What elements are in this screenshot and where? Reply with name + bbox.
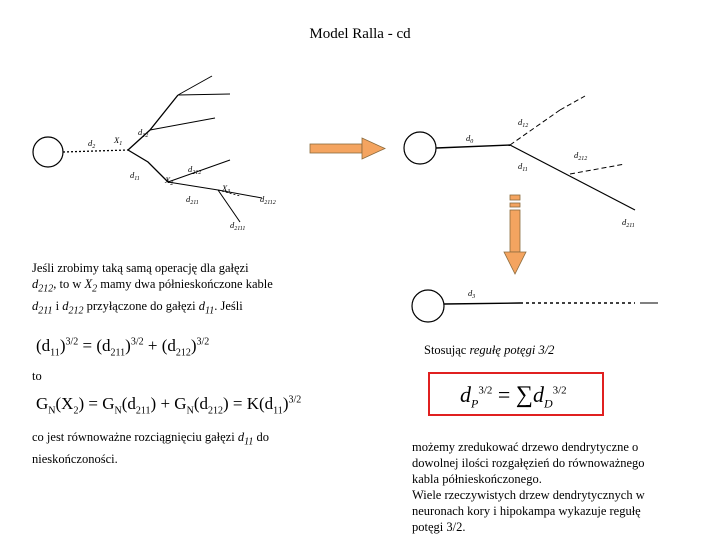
right-arrow-icon <box>309 137 386 160</box>
svg-text:d211: d211 <box>186 194 199 206</box>
boxed-equation: dP3/2 = ∑dD3/2 <box>428 372 604 416</box>
svg-text:d12: d12 <box>518 117 528 129</box>
svg-text:d2: d2 <box>88 138 95 150</box>
equation-power-rule: (d11)3/2 = (d211)3/2 + (d212)3/2 <box>36 336 210 359</box>
right-soma <box>403 131 437 165</box>
svg-text:d3: d3 <box>468 288 475 300</box>
svg-text:X1: X1 <box>113 135 122 147</box>
paragraph-reduction: możemy zredukować drzewo dendrytyczne o … <box>412 440 645 534</box>
svg-text:d11: d11 <box>518 161 528 173</box>
svg-text:d2112: d2112 <box>260 194 276 206</box>
svg-text:d2111: d2111 <box>230 220 245 232</box>
svg-text:d12: d12 <box>138 127 148 139</box>
equation-conductance: GN(X2) = GN(d211) + GN(d212) = K(d11)3/2 <box>36 394 302 417</box>
left-soma <box>32 136 64 168</box>
equivalent-soma <box>411 289 445 323</box>
paragraph-conclusion: co jest równoważne rozciągnięciu gałęzi … <box>32 430 269 466</box>
paragraph-intro: Jeśli zrobimy taką samą operację dla gał… <box>32 261 273 316</box>
svg-text:X3: X3 <box>221 183 230 195</box>
rule-caption: Stosując regułę potęgi 3/2 <box>424 343 555 357</box>
down-arrow-icon <box>503 194 527 275</box>
svg-text:d211: d211 <box>622 217 635 229</box>
page-title: Model Ralla - cd <box>309 26 411 42</box>
connector-word: to <box>32 369 42 383</box>
svg-text:X2: X2 <box>164 175 173 187</box>
svg-text:d212: d212 <box>188 164 201 176</box>
svg-text:d0: d0 <box>466 133 473 145</box>
svg-text:d212: d212 <box>574 150 587 162</box>
svg-text:d11: d11 <box>130 170 140 182</box>
